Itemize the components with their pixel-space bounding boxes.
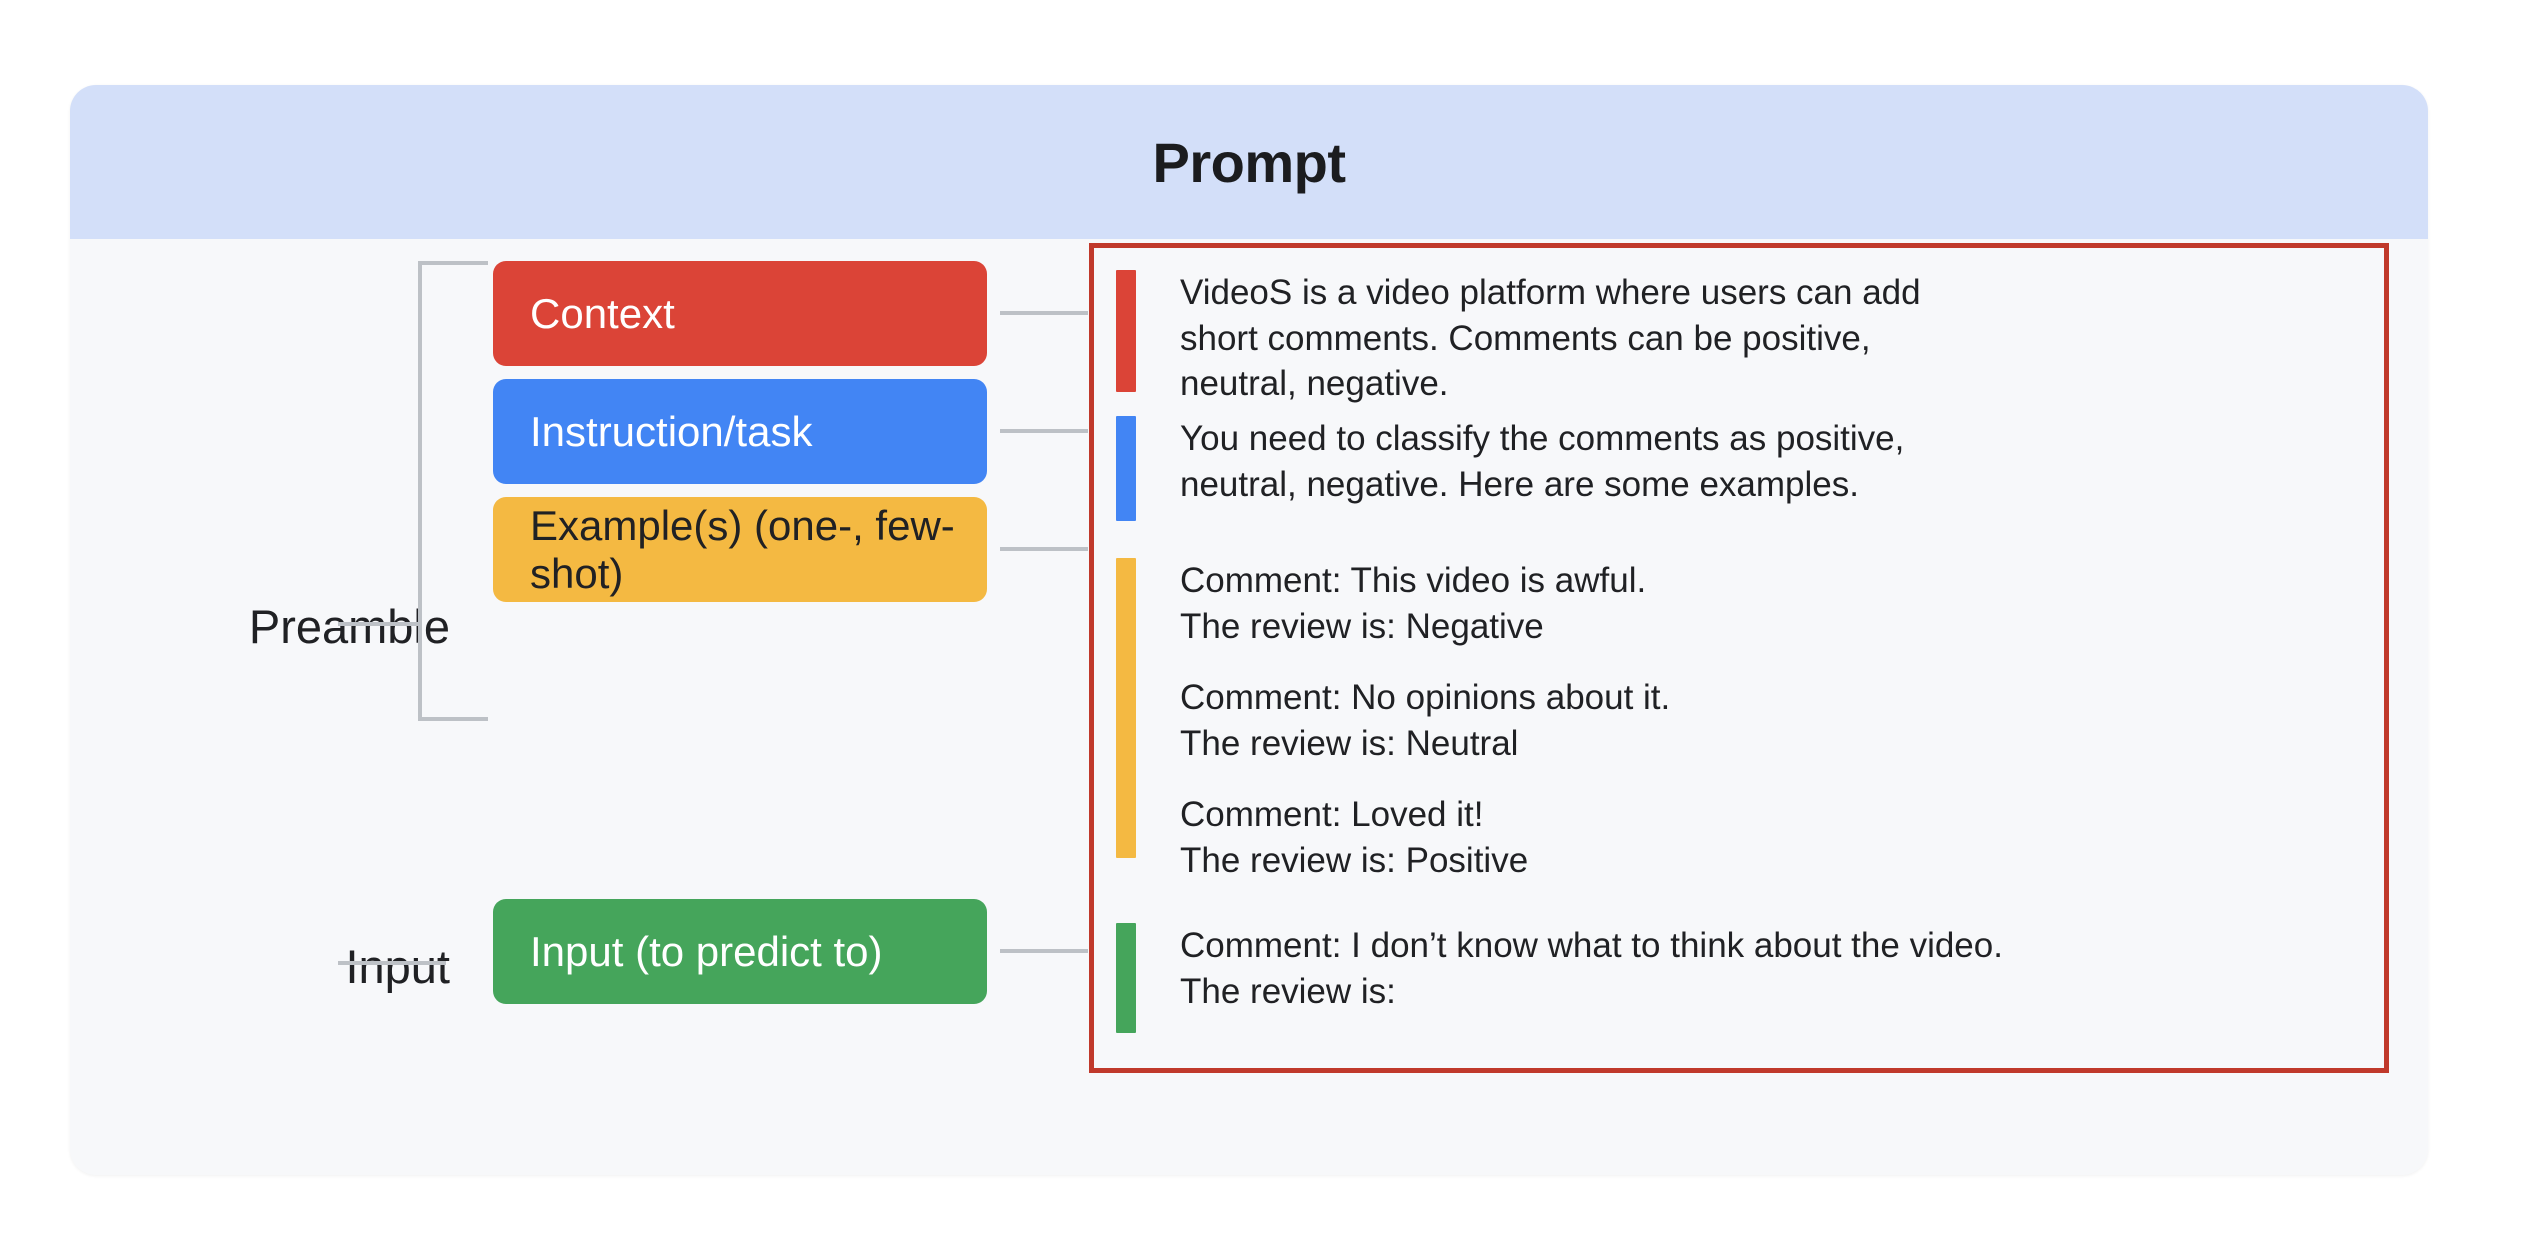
card-header: Prompt [70,85,2428,239]
group-label-input: Input [345,940,450,993]
preamble-bracket [418,261,488,721]
color-bar-context [1116,270,1136,392]
panel-row-examples: Comment: This video is awful. The review… [1116,558,1670,883]
group-label-preamble: Preamble [248,600,450,653]
preamble-connector-line [338,622,422,626]
stage-box-instruction[interactable]: Instruction/task [493,379,987,484]
prompt-card: Prompt Preamble Input Context Instructio… [70,85,2428,1175]
connector-input-line [1000,949,1088,953]
panel-row-context: VideoS is a video platform where users c… [1116,270,1921,407]
panel-text-input: Comment: I don’t know what to think abou… [1180,926,2003,1011]
stage-box-instruction-label: Instruction/task [530,407,813,455]
panel-text-instruction: You need to classify the comments as pos… [1180,419,1905,504]
stage-box-input[interactable]: Input (to predict to) [493,899,987,1004]
stage-box-context[interactable]: Context [493,261,987,366]
stage-box-examples[interactable]: Example(s) (one-, few-shot) [493,497,987,602]
example-item: Comment: No opinions about it. The revie… [1180,678,1671,763]
input-connector-line [338,961,446,965]
color-bar-input [1116,923,1136,1033]
example-item: Comment: Loved it! The review is: Positi… [1180,795,1529,880]
panel-row-input: Comment: I don’t know what to think abou… [1116,923,2003,1033]
connector-examples-line [1000,547,1088,551]
color-bar-examples [1116,558,1136,858]
panel-text-context: VideoS is a video platform where users c… [1180,273,1921,403]
connector-instruction-line [1000,429,1088,433]
connector-context-line [1000,311,1088,315]
panel-text-examples: Comment: This video is awful. The review… [1180,558,1670,883]
card-body: Preamble Input Context Instruction/task … [70,239,2428,1175]
example-item: Comment: This video is awful. The review… [1180,561,1647,646]
stage-box-context-label: Context [530,289,675,337]
panel-row-instruction: You need to classify the comments as pos… [1116,416,1904,521]
stage-box-examples-label: Example(s) (one-, few-shot) [530,501,955,597]
prompt-text-panel: VideoS is a video platform where users c… [1089,243,2389,1073]
stage-box-input-label: Input (to predict to) [530,927,883,975]
color-bar-instruction [1116,416,1136,521]
page-title: Prompt [1152,130,1347,194]
